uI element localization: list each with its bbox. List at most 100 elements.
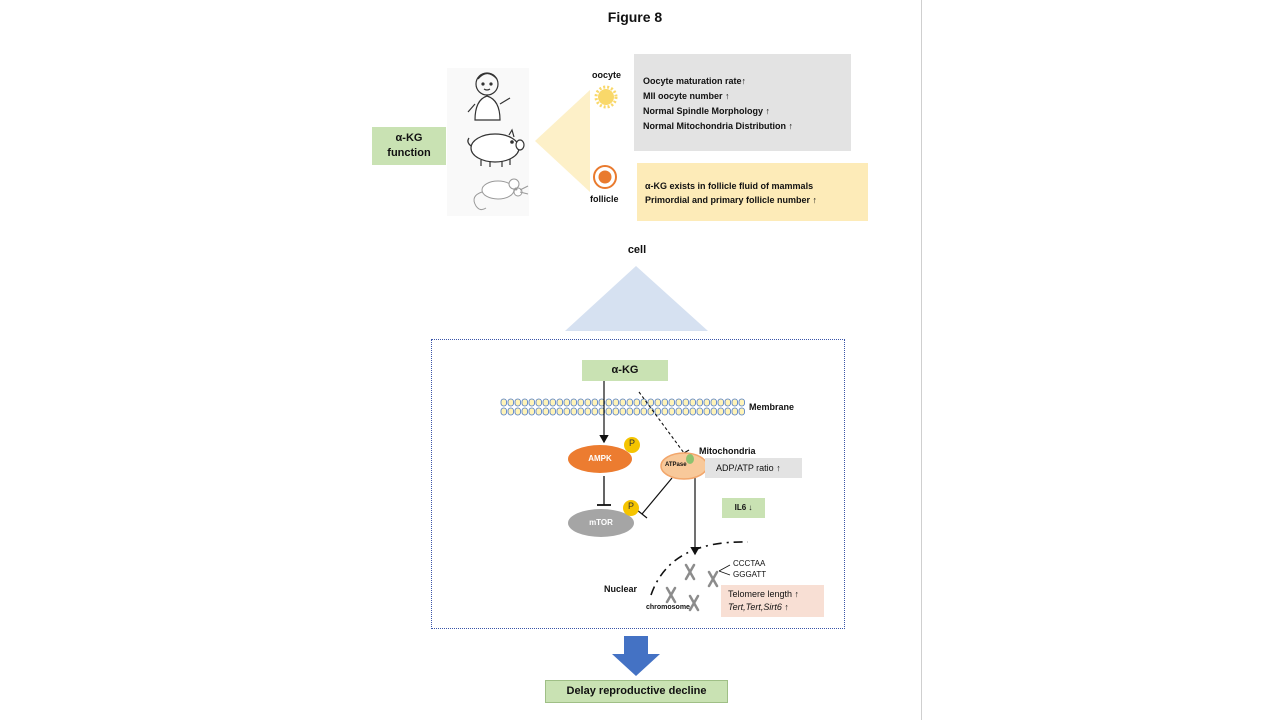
- akg-node: α-KG: [582, 360, 668, 381]
- membrane-lipid-bottom: [556, 407, 563, 416]
- oocyte-effect: MII oocyte number ↑: [643, 91, 730, 101]
- mouse-icon: [473, 178, 529, 211]
- telomere-seq-1: CCCTAA: [733, 559, 766, 568]
- membrane-lipid-top: [731, 398, 738, 407]
- membrane-lipid-bottom: [654, 407, 661, 416]
- membrane-lipid-bottom: [689, 407, 696, 416]
- oocyte-effect: Normal Mitochondria Distribution ↑: [643, 121, 793, 131]
- membrane-lipid-top: [528, 398, 535, 407]
- membrane-lipid-bottom: [528, 407, 535, 416]
- membrane-lipid-bottom: [633, 407, 640, 416]
- membrane-lipid-top: [633, 398, 640, 407]
- membrane-lipid-bottom: [514, 407, 521, 416]
- page-divider-line: [921, 0, 922, 720]
- membrane-lipid-bottom: [724, 407, 731, 416]
- telomere-effects-box: Telomere length ↑ Tert,Tert,Sirt6 ↑: [721, 585, 824, 617]
- chromosome-3: [665, 586, 677, 604]
- membrane-lipid-top: [584, 398, 591, 407]
- mtor-node: [568, 509, 634, 537]
- membrane-lipid-top: [668, 398, 675, 407]
- membrane-lipid-top: [605, 398, 612, 407]
- membrane-lipid-top: [507, 398, 514, 407]
- akg-function-box: α-KG function: [372, 127, 446, 165]
- membrane-lipid-top: [500, 398, 507, 407]
- follicle-effects-box: α-KG exists in follicle fluid of mammals…: [637, 163, 868, 221]
- membrane-lipid-bottom: [570, 407, 577, 416]
- membrane-lipid-top: [514, 398, 521, 407]
- nuclear-label: Nuclear: [604, 584, 638, 594]
- follicle-icon: [593, 165, 617, 189]
- outcome-box: Delay reproductive decline: [545, 680, 728, 703]
- membrane-lipid-top: [570, 398, 577, 407]
- outcome-down-arrow: [612, 636, 660, 676]
- membrane-lipid-top: [563, 398, 570, 407]
- membrane-lipid-bottom: [542, 407, 549, 416]
- akg-to-atpase-dashed-inhibition: [638, 391, 685, 454]
- membrane-lipid-top: [619, 398, 626, 407]
- cell-pathway-frame: [431, 339, 845, 629]
- atpase-label: ATPase: [665, 462, 687, 468]
- membrane-lipid-top: [661, 398, 668, 407]
- membrane-lipid-top: [703, 398, 710, 407]
- membrane-lipid-bottom: [605, 407, 612, 416]
- pig-icon: [467, 128, 525, 167]
- membrane-lipid-top: [724, 398, 731, 407]
- il6-box: IL6 ↓: [722, 498, 765, 518]
- adp-atp-ratio-box: ADP/ATP ratio ↑: [705, 458, 802, 478]
- atpase-protein: [686, 454, 694, 464]
- follicle-effect: α-KG exists in follicle fluid of mammals: [645, 181, 814, 191]
- ampk-phospho-label: P: [628, 438, 635, 448]
- oocyte-label: oocyte: [592, 70, 622, 80]
- membrane-lipid-bottom: [668, 407, 675, 416]
- membrane-lipid-bottom: [563, 407, 570, 416]
- membrane-lipid-bottom: [612, 407, 619, 416]
- membrane-lipid-bottom: [738, 407, 745, 416]
- chromosome-2: [707, 570, 719, 588]
- follicle-effect: Primordial and primary follicle number ↑: [645, 195, 818, 205]
- membrane-label: Membrane: [749, 402, 795, 412]
- membrane-lipid-bottom: [500, 407, 507, 416]
- telomere-length-text: Telomere length ↑: [728, 589, 800, 599]
- membrane-lipid-top: [710, 398, 717, 407]
- membrane-lipid-top: [577, 398, 584, 407]
- membrane-lipid-bottom: [535, 407, 542, 416]
- membrane-lipid-bottom: [640, 407, 647, 416]
- membrane-lipid-top: [682, 398, 689, 407]
- membrane-lipid-bottom: [717, 407, 724, 416]
- membrane-lipid-bottom: [682, 407, 689, 416]
- mitochondria-label: Mitochondria: [699, 446, 756, 456]
- membrane-lipid-top: [542, 398, 549, 407]
- membrane-lipid-top: [535, 398, 542, 407]
- oocyte-effect: Oocyte maturation rate↑: [643, 76, 747, 86]
- mtor-label: mTOR: [589, 518, 613, 527]
- chromosome-1: [684, 563, 696, 581]
- chromosome-4: [688, 594, 700, 612]
- gene-expression-text: Tert,Tert,Sirt6 ↑: [728, 602, 789, 612]
- membrane-lipid-bottom: [661, 407, 668, 416]
- figure-title: Figure 8: [607, 9, 663, 25]
- ampk-phospho-circle: [624, 437, 640, 453]
- atpase-to-mtor-inhibition: [641, 477, 673, 515]
- telomere-seq-line-2: [718, 570, 731, 576]
- akg-function-line1: α-KG: [395, 132, 423, 144]
- membrane-lipid-bottom: [521, 407, 528, 416]
- membrane-lipid-top: [647, 398, 654, 407]
- membrane-lipid-bottom: [591, 407, 598, 416]
- membrane-lipid-top: [738, 398, 745, 407]
- membrane-lipid-top: [717, 398, 724, 407]
- membrane-lipid-bottom: [619, 407, 626, 416]
- membrane-lipid-bottom: [584, 407, 591, 416]
- cell-membrane: [500, 398, 745, 416]
- membrane-lipid-bottom: [626, 407, 633, 416]
- oocyte-effect: Normal Spindle Morphology ↑: [643, 106, 771, 116]
- mtor-phospho-circle: [623, 500, 639, 516]
- telomere-seq-line-1: [718, 564, 731, 572]
- membrane-lipid-bottom: [549, 407, 556, 416]
- oocyte-effects-box: Oocyte maturation rate↑ MII oocyte numbe…: [634, 54, 851, 151]
- human-icon: [467, 72, 511, 121]
- membrane-lipid-top: [654, 398, 661, 407]
- organism-to-target-wedge: [535, 90, 590, 192]
- ampk-label: AMPK: [588, 454, 612, 463]
- membrane-lipid-top: [612, 398, 619, 407]
